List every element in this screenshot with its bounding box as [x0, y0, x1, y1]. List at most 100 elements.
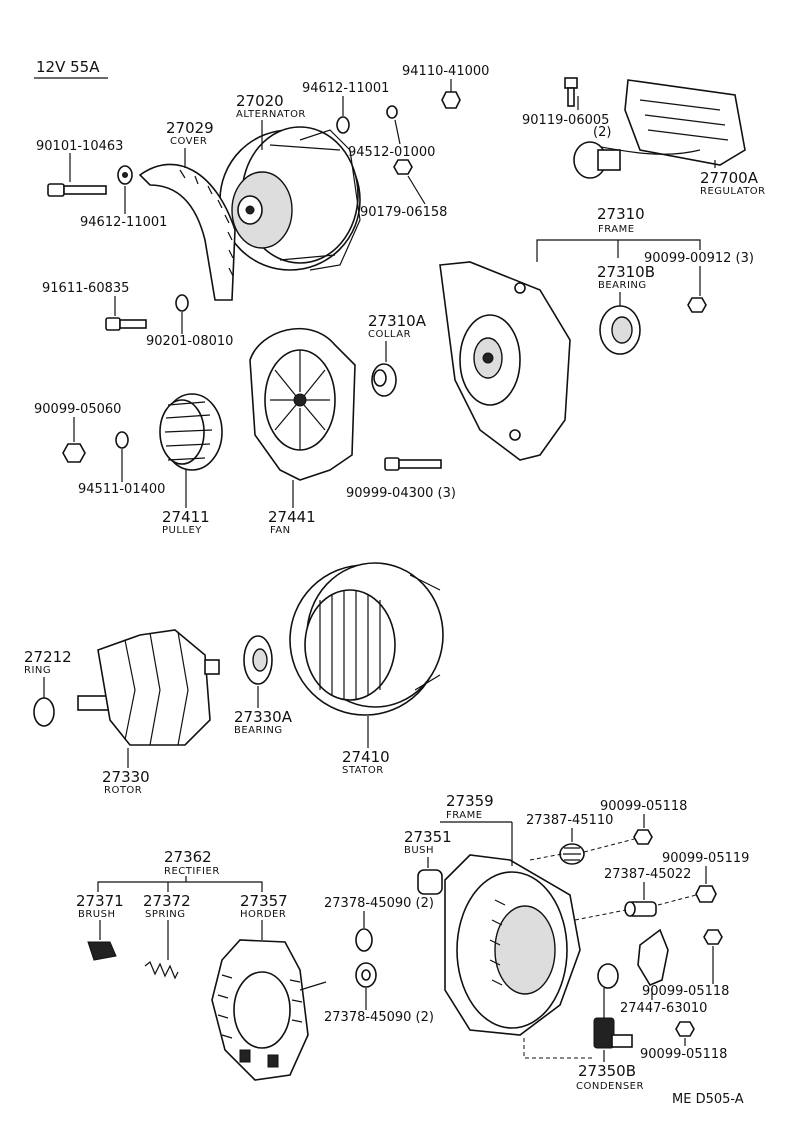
part-name: RING — [24, 665, 51, 676]
part-number: 27310B — [597, 263, 655, 281]
regulator-illustration — [564, 77, 746, 179]
part-name: FRAME — [598, 224, 635, 235]
bracket-illustration — [637, 928, 669, 987]
part-number: 90099-05118 — [600, 799, 687, 814]
part-number: 90101-10463 — [36, 139, 123, 154]
part-number: 27387-45022 — [604, 867, 691, 882]
bearing-race — [611, 316, 633, 344]
diagram-code: ME D505-A — [672, 1092, 744, 1107]
part-number: 94612-11001 — [80, 215, 167, 230]
part-name: CONDENSER — [576, 1081, 644, 1092]
part-name: COLLAR — [368, 329, 411, 340]
part-name: PULLEY — [162, 525, 202, 536]
part-name: BEARING — [598, 280, 647, 291]
part-number: 27378-45090 (2) — [324, 1010, 434, 1025]
collar-bore — [373, 369, 387, 387]
part-number: 27330 — [102, 768, 150, 786]
brush-illustration — [87, 941, 117, 961]
part-name: ROTOR — [104, 785, 142, 796]
dashed-guide — [529, 837, 639, 861]
part-number: 27310A — [368, 312, 427, 330]
part-number: 27350B — [578, 1062, 636, 1080]
frame-illustration — [439, 261, 571, 461]
part-number: 27310 — [597, 205, 645, 223]
part-name: SPRING — [145, 909, 186, 920]
dashed-guide — [574, 894, 697, 921]
part-number: 94512-01000 — [348, 145, 435, 160]
part-number: 91611-60835 — [42, 281, 129, 296]
washer-illustration — [386, 105, 398, 119]
part-number: 27351 — [404, 828, 452, 846]
rear-frame-illustration — [444, 854, 581, 1036]
part-name: FAN — [270, 525, 291, 536]
leader-line — [394, 119, 401, 145]
nut-illustration — [695, 885, 717, 903]
part-number: 27410 — [342, 748, 390, 766]
bush-illustration — [417, 869, 443, 895]
nut-illustration — [687, 297, 707, 313]
bolt-illustration — [105, 317, 147, 331]
part-number: 90201-08010 — [146, 334, 233, 349]
leader-line — [97, 881, 263, 892]
dashed-guide — [523, 1038, 594, 1059]
part-number: 90179-06158 — [360, 205, 447, 220]
part-number: 90999-04300 (3) — [346, 486, 456, 501]
bolt-illustration — [384, 457, 442, 471]
bolt-illustration — [47, 165, 133, 197]
washer-illustration — [336, 116, 350, 134]
part-name: BUSH — [404, 845, 434, 856]
part-number: 27447-63010 — [620, 1001, 707, 1016]
rectifier-holder-illustration — [211, 939, 327, 1081]
part-number: 27378-45090 (2) — [324, 896, 434, 911]
pulley-illustration — [159, 393, 223, 471]
nut-illustration — [633, 829, 653, 845]
part-number: 90099-05119 — [662, 851, 749, 866]
quantity: (2) — [593, 125, 611, 140]
part-name: BRUSH — [78, 909, 116, 920]
part-number: 27411 — [162, 508, 210, 526]
spring-illustration — [144, 961, 179, 980]
cover-illustration — [138, 163, 236, 301]
part-number: 90099-05060 — [34, 402, 121, 417]
part-number: 27372 — [143, 892, 191, 910]
part-number: 90099-00912 (3) — [644, 251, 754, 266]
insulator-illustration — [355, 928, 373, 952]
part-number: 27020 — [236, 92, 284, 110]
nut-illustration — [703, 929, 723, 945]
terminal-illustration — [624, 901, 657, 917]
washer-illustration — [115, 431, 129, 449]
part-name: HORDER — [240, 909, 286, 920]
part-number: 94511-01400 — [78, 482, 165, 497]
part-number: 27212 — [24, 648, 72, 666]
part-number: 27029 — [166, 119, 214, 137]
rotor-illustration — [77, 629, 220, 746]
stator-illustration — [289, 562, 444, 716]
part-number: 90119-06005 — [522, 113, 609, 128]
part-name: FRAME — [446, 810, 483, 821]
part-number: 27359 — [446, 792, 494, 810]
nut-illustration — [441, 91, 461, 109]
part-number: 90099-05118 — [640, 1047, 727, 1062]
bearing-race — [252, 648, 268, 672]
nut-illustration — [62, 443, 86, 463]
insulator-bore — [361, 969, 371, 981]
ring-illustration — [33, 697, 55, 727]
terminal-illustration — [559, 843, 585, 865]
condenser-illustration — [593, 963, 633, 1049]
part-name: STATOR — [342, 765, 384, 776]
diagram-title: 12V 55A — [36, 58, 100, 76]
part-number: 27362 — [164, 848, 212, 866]
part-name: BEARING — [234, 725, 283, 736]
nut-illustration — [393, 159, 413, 175]
part-number: 27330A — [234, 708, 293, 726]
part-number: 90099-05118 — [642, 984, 729, 999]
part-number: 27700A — [700, 169, 759, 187]
part-number: 27357 — [240, 892, 288, 910]
washer-illustration — [175, 294, 189, 312]
part-number: 94612-11001 — [302, 81, 389, 96]
part-name: RECTIFIER — [164, 866, 220, 877]
part-number: 27371 — [76, 892, 124, 910]
part-name: ALTERNATOR — [236, 109, 306, 120]
part-number: 27441 — [268, 508, 316, 526]
part-number: 94110-41000 — [402, 64, 489, 79]
